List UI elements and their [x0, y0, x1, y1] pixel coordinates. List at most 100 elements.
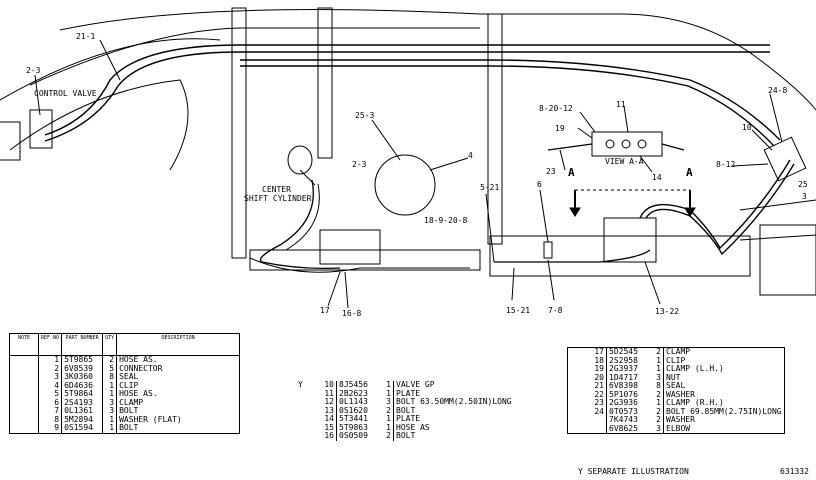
- pump-housing: [319, 229, 381, 265]
- part-number-cell: 5T9864: [61, 389, 103, 399]
- callout-3: 3: [802, 192, 807, 201]
- left-bracket: [0, 121, 21, 161]
- description-cell: BOLT 63.50MM(2.50IN)LONG: [392, 397, 514, 407]
- column-2: [317, 7, 333, 159]
- qty-cell: 1: [102, 389, 117, 399]
- callout-18-9-20-8: 18-9-20-8: [424, 216, 468, 225]
- description-cell: WASHER: [663, 390, 785, 399]
- right-hose-1: [639, 159, 791, 250]
- description-cell: CLIP: [663, 356, 785, 365]
- callout-8-20-12: 8-20-12: [539, 104, 573, 113]
- description-cell: CLAMP: [116, 398, 240, 407]
- qty-cell: 2: [386, 405, 391, 415]
- note-cell: [568, 391, 591, 400]
- lower-hose: [249, 257, 470, 273]
- ref-cell: 23: [590, 398, 607, 408]
- note-cell: [10, 382, 39, 391]
- illustration-code: 631332: [780, 467, 809, 476]
- description-cell: PLATE: [392, 414, 514, 424]
- callout-16-8: 16-8: [342, 309, 362, 318]
- callout-17: 17: [320, 306, 330, 315]
- note-cell: [568, 382, 591, 391]
- frame-outline-top: [59, 9, 816, 111]
- description-cell: CLAMP (L.H.): [663, 364, 785, 374]
- ref-cell: 9: [37, 423, 62, 433]
- qty-cell: 1: [656, 398, 661, 407]
- callout-19: 19: [555, 124, 565, 133]
- description-cell: CONNECTOR: [116, 364, 240, 373]
- qty-cell: 8: [102, 372, 117, 382]
- view-aa-hose-right: [661, 143, 685, 151]
- ref-cell: 24: [590, 407, 607, 416]
- view-aa-block: [591, 131, 663, 157]
- callout-14: 14: [652, 173, 662, 182]
- qty-cell: 1: [386, 422, 391, 432]
- note-cell: [568, 374, 591, 383]
- part-number-cell: 0S1620: [339, 405, 368, 415]
- part-number-cell: 6D4636: [61, 381, 103, 390]
- description-cell: ELBOW: [663, 424, 785, 434]
- callout-view-aa: VIEW A-A: [605, 157, 644, 166]
- fender-left: [0, 38, 221, 101]
- qty-cell: 2: [656, 389, 661, 399]
- qty-cell: 2: [386, 431, 391, 440]
- qty-cell: 1: [102, 423, 117, 433]
- callout-8-12: 8-12: [716, 160, 736, 169]
- note-cell: [10, 399, 39, 408]
- qty-cell: 2: [656, 406, 661, 416]
- description-cell: BOLT: [392, 431, 514, 441]
- description-cell: WASHER (FLAT): [116, 415, 240, 424]
- part-number-cell: 5T9865: [61, 355, 103, 365]
- part-number-cell: 6V8398: [609, 381, 638, 390]
- callout-10: 10: [742, 123, 752, 132]
- part-number-cell: 5T3441: [339, 414, 368, 423]
- part-number-cell: 0L1143: [339, 397, 368, 406]
- callout-25: 25: [798, 180, 808, 189]
- description-cell: BOLT: [392, 406, 514, 415]
- qty-cell: 2: [656, 347, 661, 356]
- part-number-cell: 0S1594: [61, 423, 103, 433]
- right-hose-2: [645, 163, 795, 256]
- part-number-cell: 3K0360: [61, 372, 103, 382]
- description-cell: HOSE AS.: [116, 389, 240, 399]
- note-cell: [10, 373, 39, 382]
- description-cell: NUT: [663, 373, 785, 382]
- ref-cell: 1: [37, 355, 62, 365]
- note-cell: [568, 399, 591, 408]
- header-description: DESCRIPTION: [116, 333, 240, 356]
- callout-25-3: 25-3: [355, 111, 375, 120]
- ref-cell: 18: [590, 356, 607, 365]
- callout-21-1: 21-1: [76, 32, 96, 41]
- description-cell: CLAMP (R.H.): [663, 398, 785, 408]
- ref-cell: 8: [37, 415, 62, 424]
- callout-7-8: 7-8: [548, 306, 563, 315]
- note-cell: [568, 357, 591, 366]
- part-number-cell: 6V8539: [61, 364, 103, 373]
- ref-cell: 6: [37, 398, 62, 407]
- ref-cell: 17: [590, 347, 607, 357]
- note-cell: Y: [298, 380, 303, 389]
- lower-chassis: [249, 249, 481, 271]
- part-number-cell: 0S0509: [339, 431, 368, 440]
- qty-cell: 2: [656, 415, 661, 424]
- cylinder-hose: [259, 179, 341, 270]
- note-cell: [568, 365, 591, 374]
- ref-cell: 4: [37, 381, 62, 390]
- note-cell: [10, 424, 39, 433]
- description-cell: BOLT: [116, 423, 240, 433]
- description-cell: HOSE AS.: [116, 355, 240, 365]
